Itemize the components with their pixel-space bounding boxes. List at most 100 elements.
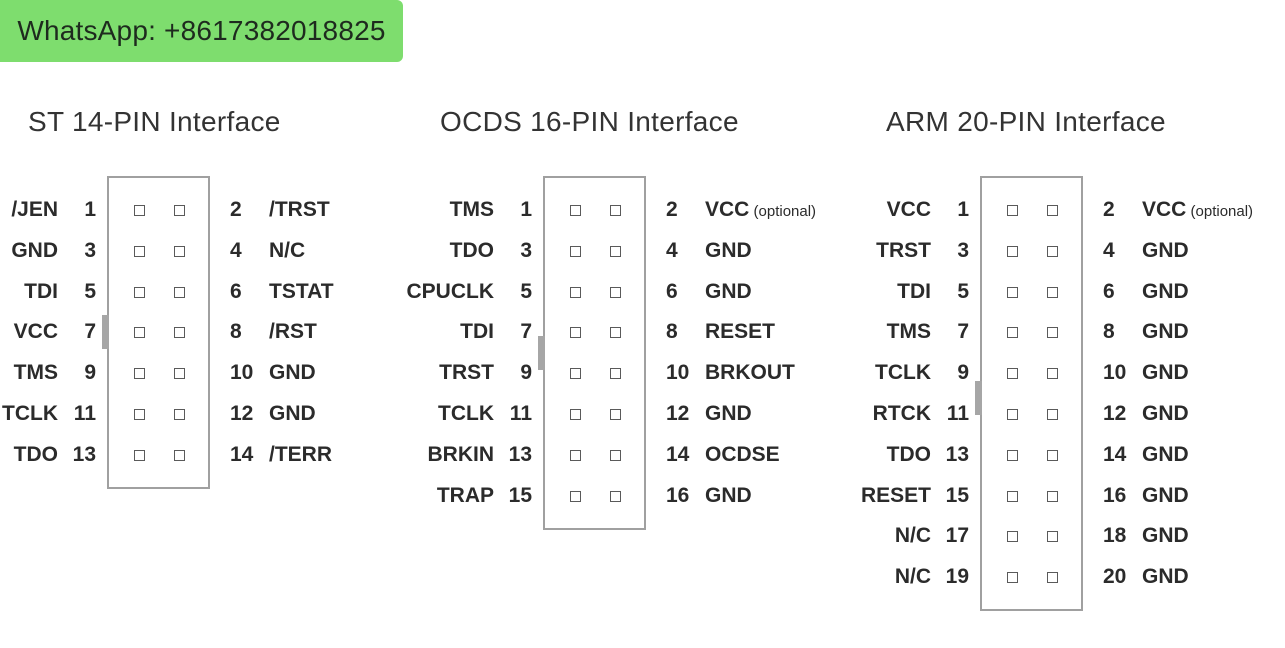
pin-number: 13 bbox=[72, 443, 96, 466]
pin-number: 3 bbox=[520, 239, 532, 262]
pin-cell-right bbox=[1047, 368, 1058, 379]
connector-box bbox=[980, 176, 1083, 611]
pin-number: 6 bbox=[230, 280, 242, 303]
whatsapp-text: WhatsApp: +8617382018825 bbox=[17, 15, 386, 46]
signal-name: GND bbox=[1142, 524, 1189, 547]
pin-number: 5 bbox=[520, 280, 532, 303]
pin-signal-label: OCDSE bbox=[705, 443, 780, 467]
pin-cell-left bbox=[1007, 531, 1018, 542]
pin-signal-label: TMS bbox=[449, 198, 494, 221]
pin-number: 6 bbox=[666, 280, 678, 303]
connector-key-notch bbox=[975, 381, 982, 415]
pin-number: 10 bbox=[666, 361, 690, 384]
pin-number: 5 bbox=[84, 280, 96, 303]
signal-name: GND bbox=[705, 484, 752, 507]
pin-cell-left bbox=[570, 327, 581, 338]
pin-number: 9 bbox=[957, 361, 969, 384]
pin-number: 12 bbox=[666, 402, 690, 425]
pin-signal-label: /TERR bbox=[269, 443, 332, 467]
pin-number: 12 bbox=[230, 402, 254, 425]
connector-box bbox=[107, 176, 210, 489]
connector-key-notch bbox=[538, 336, 545, 370]
pin-number: 14 bbox=[1103, 443, 1127, 466]
pin-cell-right bbox=[1047, 531, 1058, 542]
signal-name: OCDSE bbox=[705, 443, 780, 466]
pin-signal-label: GND bbox=[1142, 524, 1189, 548]
pin-signal-label: GND bbox=[1142, 443, 1189, 467]
connector-key-notch bbox=[102, 315, 109, 349]
pin-number: 3 bbox=[957, 239, 969, 262]
pin-signal-label: RESET bbox=[705, 320, 775, 344]
signal-name: RESET bbox=[705, 320, 776, 343]
interface-title: OCDS 16-PIN Interface bbox=[440, 106, 739, 137]
pin-signal-label: VCC bbox=[886, 198, 931, 221]
pin-cell-right bbox=[1047, 409, 1058, 420]
pin-number: 18 bbox=[1103, 524, 1127, 547]
pin-signal-label: GND bbox=[705, 239, 752, 263]
signal-name: VCC bbox=[705, 198, 750, 221]
pin-signal-label: CPUCLK bbox=[406, 280, 495, 303]
pin-cell-left bbox=[570, 409, 581, 420]
pin-cell-right bbox=[174, 246, 185, 257]
pin-number: 15 bbox=[508, 484, 532, 507]
pin-signal-label: BRKOUT bbox=[705, 361, 795, 385]
pin-cell-left bbox=[570, 287, 581, 298]
pin-cell-left bbox=[134, 246, 145, 257]
optional-note: (optional) bbox=[1186, 203, 1254, 220]
pin-cell-right bbox=[610, 246, 621, 257]
pin-number: 12 bbox=[1103, 402, 1127, 425]
pin-signal-label: /JEN bbox=[11, 198, 58, 221]
pin-cell-left bbox=[1007, 368, 1018, 379]
pin-signal-label: GND bbox=[1142, 484, 1189, 508]
pin-signal-label: GND bbox=[269, 402, 316, 426]
pin-signal-label: TDI bbox=[897, 280, 931, 303]
pin-signal-label: GND bbox=[269, 361, 316, 385]
signal-name: GND bbox=[705, 402, 752, 425]
pin-signal-label: GND bbox=[11, 239, 58, 262]
pin-signal-label: TDI bbox=[24, 280, 58, 303]
connector-box bbox=[543, 176, 646, 530]
interface-title: ARM 20-PIN Interface bbox=[886, 106, 1166, 137]
pin-cell-right bbox=[174, 450, 185, 461]
signal-name: TSTAT bbox=[269, 280, 334, 303]
pin-cell-right bbox=[174, 327, 185, 338]
pin-cell-right bbox=[610, 368, 621, 379]
pin-number: 9 bbox=[84, 361, 96, 384]
pin-number: 6 bbox=[1103, 280, 1115, 303]
pin-number: 20 bbox=[1103, 565, 1127, 588]
pin-signal-label: GND bbox=[1142, 402, 1189, 426]
pin-signal-label: /TRST bbox=[269, 198, 330, 222]
pin-number: 10 bbox=[230, 361, 254, 384]
pin-signal-label: GND bbox=[705, 280, 752, 304]
signal-name: /TRST bbox=[269, 198, 330, 221]
pin-number: 15 bbox=[945, 484, 969, 507]
pin-cell-left bbox=[1007, 409, 1018, 420]
pin-signal-label: BRKIN bbox=[427, 443, 495, 466]
pin-cell-right bbox=[174, 409, 185, 420]
pin-number: 11 bbox=[509, 402, 532, 425]
pin-cell-right bbox=[174, 205, 185, 216]
pin-number: 14 bbox=[230, 443, 254, 466]
whatsapp-badge: WhatsApp: +8617382018825 bbox=[0, 0, 403, 62]
pin-cell-left bbox=[570, 246, 581, 257]
pin-signal-label: N/C bbox=[894, 524, 931, 547]
pin-cell-right bbox=[1047, 327, 1058, 338]
pin-signal-label: VCC (optional) bbox=[1142, 198, 1253, 224]
pin-cell-right bbox=[610, 491, 621, 502]
pin-cell-right bbox=[1047, 450, 1058, 461]
pin-cell-left bbox=[570, 450, 581, 461]
signal-name: VCC bbox=[1142, 198, 1187, 221]
pin-number: 16 bbox=[666, 484, 690, 507]
pin-number: 11 bbox=[946, 402, 969, 425]
pin-number: 2 bbox=[230, 198, 242, 221]
pin-number: 17 bbox=[945, 524, 969, 547]
pin-signal-label: GND bbox=[705, 484, 752, 508]
pin-number: 8 bbox=[230, 320, 242, 343]
pin-cell-left bbox=[570, 368, 581, 379]
pin-cell-left bbox=[1007, 450, 1018, 461]
pin-signal-label: RTCK bbox=[872, 402, 931, 425]
signal-name: GND bbox=[705, 239, 752, 262]
pin-cell-right bbox=[174, 287, 185, 298]
pin-cell-right bbox=[610, 450, 621, 461]
